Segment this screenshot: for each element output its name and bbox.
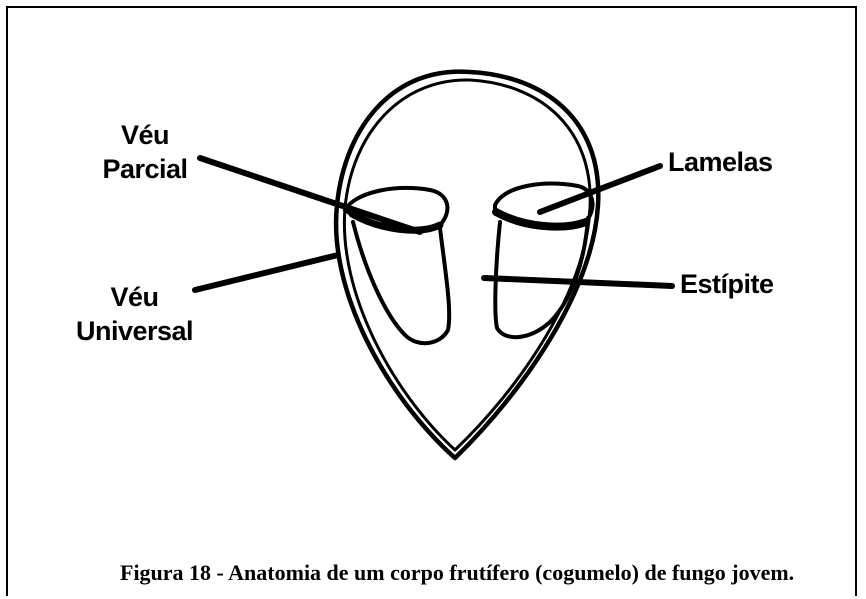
figure-frame <box>6 6 857 596</box>
universal-veil-outline-inner <box>342 78 592 452</box>
label-lamelas: Lamelas <box>668 147 773 177</box>
label-veu-universal-line2: Universal <box>75 316 194 346</box>
label-estipite: Estípite <box>680 269 774 299</box>
label-veu-universal: Véu Universal <box>62 280 207 348</box>
leader-line-lamelas <box>537 163 663 215</box>
left-gill-shading <box>348 210 444 234</box>
leader-line-estipite <box>481 275 675 289</box>
label-veu-parcial-line1: Véu <box>120 120 170 150</box>
label-veu-parcial-line2: Parcial <box>102 154 188 184</box>
right-gill-shading <box>492 208 590 231</box>
right-stipe-half <box>493 216 590 340</box>
label-veu-parcial: Véu Parcial <box>90 118 200 186</box>
leader-line-veu-universal <box>192 252 341 293</box>
label-veu-universal-line1: Véu <box>110 282 159 312</box>
left-stipe-half <box>351 220 452 346</box>
universal-veil-outline <box>333 69 601 461</box>
leader-line-veu-parcial <box>197 155 423 235</box>
figure-caption: Figura 18 - Anatomia de um corpo frutífe… <box>120 560 795 585</box>
